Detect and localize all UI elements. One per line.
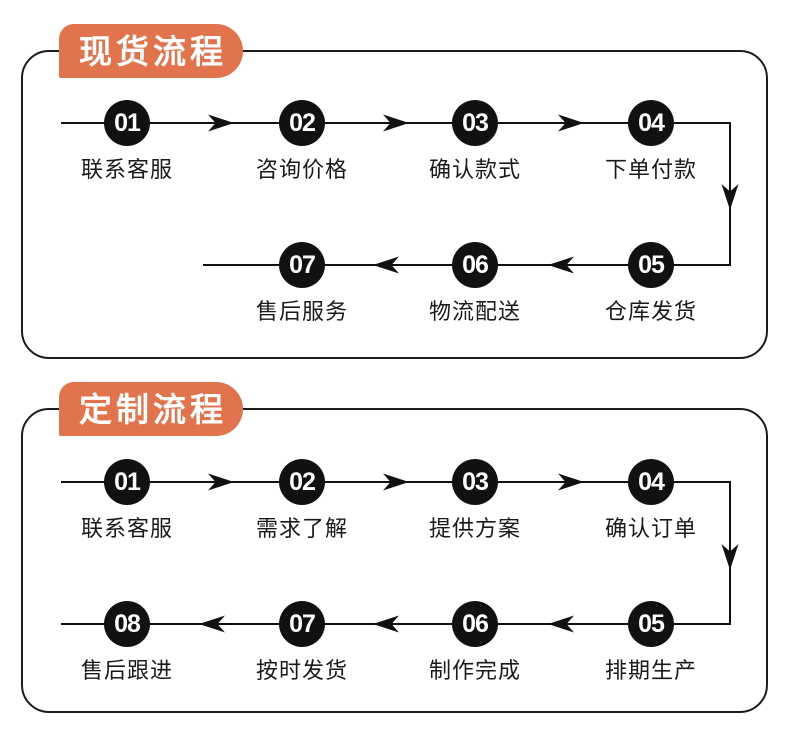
step-label: 确认订单 — [604, 516, 697, 541]
arrow-down-icon — [721, 184, 739, 210]
stock-process-panel: 现货流程 01 联系客服 02 咨询价格 03 确认款式 04 下单付款 05 … — [21, 24, 768, 359]
custom-process-panel: 定制流程 01 联系客服 02 需求了解 03 提供方案 04 确认订单 05 … — [21, 382, 768, 713]
arrow-right-icon — [558, 473, 584, 491]
step-item: 02 需求了解 — [242, 459, 362, 542]
step-label: 需求了解 — [255, 516, 348, 541]
step-label: 联系客服 — [80, 516, 173, 541]
step-number-badge: 02 — [279, 100, 325, 146]
arrow-left-icon — [373, 615, 399, 633]
arrow-right-icon — [383, 114, 409, 132]
step-label: 确认款式 — [428, 157, 521, 182]
step-item: 06 物流配送 — [415, 242, 535, 325]
step-label: 仓库发货 — [604, 299, 697, 324]
step-label: 提供方案 — [428, 516, 521, 541]
step-item: 05 仓库发货 — [591, 242, 711, 325]
stock-panel-title-badge: 现货流程 — [59, 24, 243, 78]
step-item: 01 联系客服 — [67, 100, 187, 183]
step-item: 07 按时发货 — [242, 601, 362, 684]
step-item: 01 联系客服 — [67, 459, 187, 542]
custom-panel-title-badge: 定制流程 — [59, 382, 243, 436]
step-number-badge: 01 — [104, 459, 150, 505]
step-number-badge: 06 — [452, 601, 498, 647]
arrow-down-icon — [721, 544, 739, 570]
step-number-badge: 01 — [104, 100, 150, 146]
step-number-badge: 03 — [452, 100, 498, 146]
step-number-badge: 03 — [452, 459, 498, 505]
step-number-badge: 05 — [628, 601, 674, 647]
step-item: 03 确认款式 — [415, 100, 535, 183]
step-number-badge: 07 — [279, 601, 325, 647]
arrow-left-icon — [548, 615, 574, 633]
step-number-badge: 08 — [104, 601, 150, 647]
step-item: 05 排期生产 — [591, 601, 711, 684]
arrow-right-icon — [383, 473, 409, 491]
arrow-left-icon — [548, 256, 574, 274]
step-label: 售后服务 — [255, 299, 348, 324]
stock-panel-title: 现货流程 — [79, 32, 227, 70]
step-number-badge: 07 — [279, 242, 325, 288]
step-label: 物流配送 — [428, 299, 521, 324]
step-item: 04 确认订单 — [591, 459, 711, 542]
step-label: 按时发货 — [255, 658, 348, 683]
step-item: 08 售后跟进 — [67, 601, 187, 684]
step-number-badge: 04 — [628, 459, 674, 505]
step-label: 售后跟进 — [80, 658, 173, 683]
arrow-right-icon — [558, 114, 584, 132]
custom-flow-connectors — [61, 473, 739, 633]
step-item: 06 制作完成 — [415, 601, 535, 684]
step-number-badge: 05 — [628, 242, 674, 288]
arrow-left-icon — [373, 256, 399, 274]
step-number-badge: 02 — [279, 459, 325, 505]
step-item: 02 咨询价格 — [242, 100, 362, 183]
custom-panel-title: 定制流程 — [79, 390, 227, 428]
step-label: 排期生产 — [604, 658, 697, 683]
step-label: 联系客服 — [80, 157, 173, 182]
arrow-right-icon — [208, 473, 234, 491]
step-item: 07 售后服务 — [242, 242, 362, 325]
step-label: 下单付款 — [604, 157, 697, 182]
step-item: 04 下单付款 — [591, 100, 711, 183]
step-label: 制作完成 — [428, 658, 521, 683]
step-label: 咨询价格 — [255, 157, 348, 182]
arrow-left-icon — [199, 615, 225, 633]
step-item: 03 提供方案 — [415, 459, 535, 542]
arrow-right-icon — [208, 114, 234, 132]
step-number-badge: 04 — [628, 100, 674, 146]
step-number-badge: 06 — [452, 242, 498, 288]
